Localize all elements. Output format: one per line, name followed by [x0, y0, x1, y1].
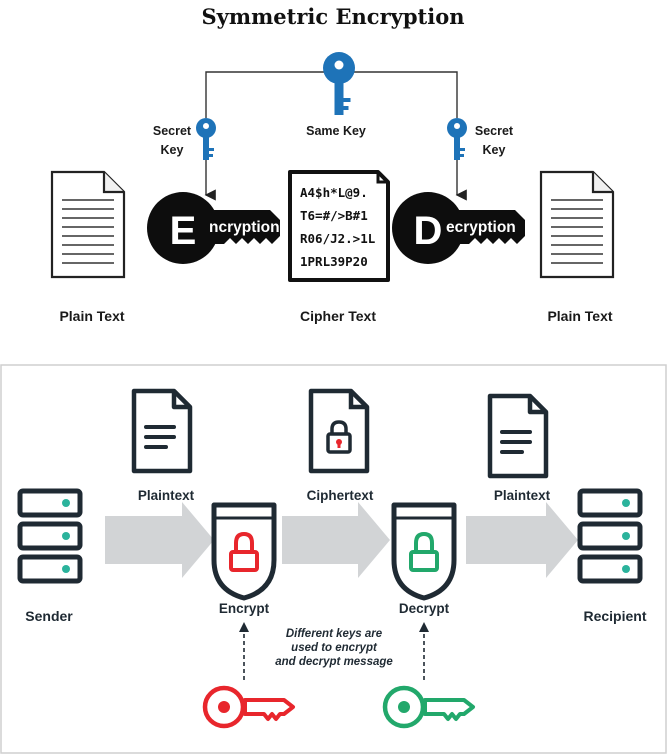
same-key-label: Same Key — [306, 124, 366, 138]
cipher-line-3: R06/J2.>1L — [300, 231, 376, 246]
decryption-initial: D — [414, 209, 443, 253]
decrypt-arrowhead — [419, 622, 429, 632]
sender-label: Sender — [25, 608, 73, 624]
cipher-line-4: 1PRL39P20 — [300, 254, 368, 269]
secret-key-left-icon — [196, 118, 216, 160]
green-key-icon — [382, 685, 475, 729]
same-key-icon — [323, 52, 355, 115]
sender-server-icon — [20, 491, 80, 581]
diagram-title: Symmetric Encryption — [202, 4, 465, 29]
flow-arrows — [105, 502, 578, 578]
red-key-icon — [202, 685, 295, 729]
recipient-server-icon — [580, 491, 640, 581]
note-line-3: and decrypt message — [275, 656, 393, 668]
cipher-line-1: A4$h*L@9. — [300, 185, 368, 200]
green-lock-icon — [409, 531, 439, 572]
cipher-line-2: T6=#/>B#1 — [300, 208, 368, 223]
plaintext-left-label: Plaintext — [138, 488, 195, 503]
red-lock-icon — [229, 531, 259, 572]
note-line-2: used to encrypt — [291, 642, 378, 654]
encryption-key-icon: E ncryption — [147, 192, 280, 264]
ciphertext-document-icon — [308, 388, 370, 474]
decryption-label: ecryption — [446, 219, 516, 236]
cipher-text-document: A4$h*L@9. T6=#/>B#1 R06/J2.>1L 1PRL39P20 — [288, 170, 390, 282]
encrypt-label: Encrypt — [219, 601, 270, 616]
plain-text-left-document-icon — [50, 170, 126, 279]
plaintext-left-document-icon — [134, 391, 190, 471]
secret-key-left-label-1: Secret — [153, 124, 192, 138]
plain-text-right-document-icon — [539, 170, 615, 279]
secret-key-right-label-1: Secret — [475, 124, 514, 138]
decrypt-label: Decrypt — [399, 601, 450, 616]
plain-text-right-label: Plain Text — [547, 308, 612, 324]
ciphertext-label: Ciphertext — [307, 488, 374, 503]
decryption-key-icon: D ecryption — [392, 192, 525, 264]
plaintext-right-document-icon — [490, 396, 546, 476]
cipher-text-label: Cipher Text — [300, 308, 376, 324]
secret-key-right-label-2: Key — [483, 143, 506, 157]
plaintext-right-label: Plaintext — [494, 488, 551, 503]
plain-text-left-label: Plain Text — [59, 308, 124, 324]
recipient-label: Recipient — [583, 608, 646, 624]
encryption-label: ncryption — [209, 219, 280, 236]
encryption-initial: E — [170, 209, 197, 253]
secret-key-right-icon — [447, 118, 467, 160]
encrypt-arrowhead — [239, 622, 249, 632]
note-line-1: Different keys are — [286, 628, 383, 640]
secret-key-left-label-2: Key — [161, 143, 184, 157]
key-dashed-arrows — [243, 630, 425, 680]
